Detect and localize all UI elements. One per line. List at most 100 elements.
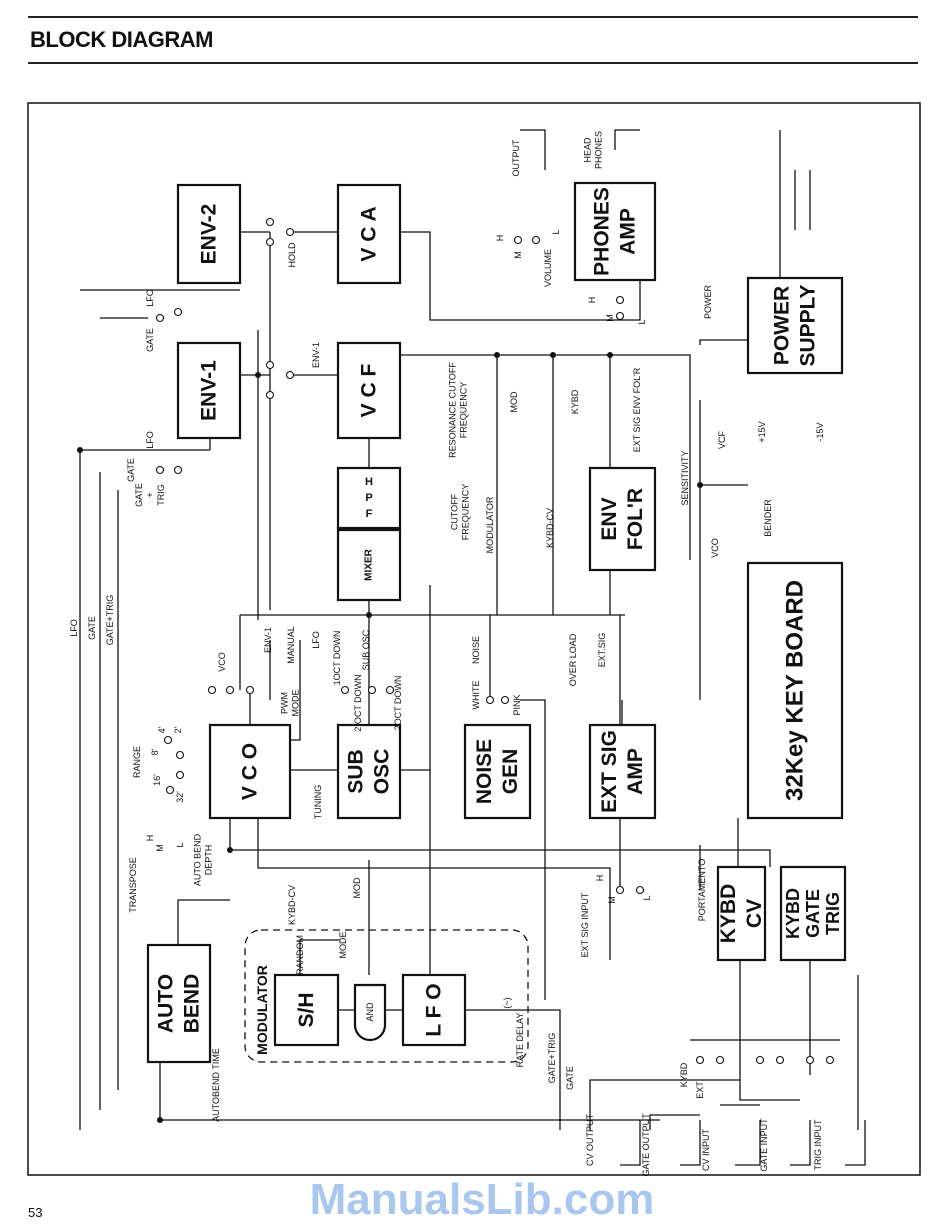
label-oct2a: 2 OCT DOWN xyxy=(353,674,363,731)
label-text: RANDOM xyxy=(295,935,305,975)
label-text: TRANSPOSE xyxy=(128,857,138,913)
vca-block: V C A xyxy=(336,183,402,285)
sh-box xyxy=(273,973,340,1047)
lfo-box xyxy=(401,973,467,1047)
hpf-block: HPF xyxy=(336,466,402,530)
mixer-box xyxy=(336,528,402,602)
vcf-block: V C F xyxy=(336,341,402,440)
label-output: OUTPUT xyxy=(511,139,521,177)
label-text: 2 OCT DOWN xyxy=(353,674,363,731)
label-l2: L xyxy=(637,319,647,324)
block-label: NOISE xyxy=(473,739,496,804)
kybd-gate-trig-box xyxy=(779,865,847,962)
label-mode: MODE xyxy=(338,932,348,959)
label-text: VCO xyxy=(710,538,720,558)
vca-box xyxy=(336,183,402,285)
label-text: KYBD xyxy=(570,389,580,414)
label-kybd-cv: KYBD-CV xyxy=(545,508,555,548)
block-label: BEND xyxy=(181,974,204,1034)
label-m1: M xyxy=(513,251,523,259)
label-text: H xyxy=(145,835,155,842)
label-text: EXT xyxy=(695,1081,705,1099)
label-gate-output: GATE OUTPUT xyxy=(641,1113,651,1177)
label-text: SUB OSC xyxy=(361,629,371,670)
vco-box xyxy=(208,723,292,820)
label-gate-trig-wave: GATE+TRIG xyxy=(105,595,115,646)
label-text: HOLD xyxy=(287,242,297,268)
label-m2: M xyxy=(605,314,615,322)
label-lfo-pwm: LFO xyxy=(311,631,321,649)
label-oct2b: 2OCT DOWN xyxy=(393,676,403,731)
label-text: 8' xyxy=(150,748,160,755)
label-text: GATE xyxy=(126,458,136,482)
block-label: V C F xyxy=(358,363,381,417)
block-label: OSC xyxy=(371,749,394,795)
label-ext-sig-input: EXT SIG INPUT xyxy=(580,892,590,957)
label-text: + xyxy=(145,492,155,497)
label-text: GATE INPUT xyxy=(759,1118,769,1172)
label-text: MODE xyxy=(291,690,301,717)
label-ext-sig-env-folr: EXT SIG ENV FOL'R xyxy=(632,367,642,452)
label-text: CUTOFF xyxy=(450,493,460,530)
label-volume: VOLUME xyxy=(543,249,553,287)
block-label: POWER xyxy=(771,286,794,365)
label-text: GATE+TRIG xyxy=(105,595,115,646)
label-env1-pwm: ENV-1 xyxy=(263,627,273,653)
label-text: L xyxy=(551,229,561,234)
top-rule xyxy=(28,16,918,18)
label-lfo-env1: LFO xyxy=(145,431,155,449)
label-tuning: TUNING xyxy=(313,785,323,820)
block-label: ENV-1 xyxy=(198,360,221,421)
label-text: ENV-1 xyxy=(311,342,321,368)
label-oct1: 1OCT DOWN xyxy=(332,631,342,686)
mixer-block: MIXER xyxy=(336,528,402,602)
label-gate-env1: GATE xyxy=(126,458,136,482)
label-text: 1OCT DOWN xyxy=(332,631,342,686)
label-mod2: MOD xyxy=(352,877,362,898)
label-text: GATE OUTPUT xyxy=(641,1113,651,1177)
label-text: RESONANCE CUTOFF xyxy=(448,362,458,458)
label-eh: H xyxy=(595,875,605,882)
label-r2: 2' xyxy=(173,726,183,733)
phones-amp-box xyxy=(573,181,657,282)
block-label: P xyxy=(365,492,372,504)
label-text: OVER LOAD xyxy=(568,633,578,686)
label-text: PHONES xyxy=(594,131,604,169)
block-label: AMP xyxy=(624,748,647,795)
label-text: TUNING xyxy=(313,785,323,820)
label-text: MOD xyxy=(352,877,362,898)
label-text: M xyxy=(513,251,523,259)
label-tilde: (~) xyxy=(502,997,512,1008)
label-text: EXT SIG INPUT xyxy=(580,892,590,957)
label-text: LFO xyxy=(145,431,155,449)
label-trig-input: TRIG INPUT xyxy=(813,1119,823,1171)
label-plus15: +15V xyxy=(757,421,767,442)
label-text: 32' xyxy=(175,791,185,803)
block-label: H xyxy=(365,476,373,488)
block-label: SUB xyxy=(345,749,368,793)
label-text: AUTO BEND xyxy=(193,833,203,886)
label-text: FREQUENCY xyxy=(459,382,469,439)
label-text: L xyxy=(637,319,647,324)
label-kybd-cv2: KYBD-CV xyxy=(287,885,297,925)
block-label: KYBD xyxy=(717,884,740,944)
label-r32: 32' xyxy=(175,791,185,803)
label-kybd: KYBD xyxy=(570,389,580,414)
label-text: LFO xyxy=(145,289,155,307)
label-noise: NOISE xyxy=(471,636,481,664)
label-manual: MANUAL xyxy=(286,626,296,664)
label-text: LFO xyxy=(311,631,321,649)
label-h2: H xyxy=(587,297,597,304)
label-tl: L xyxy=(175,842,185,847)
label-gate-wave: GATE xyxy=(87,616,97,640)
label-text: 2' xyxy=(173,726,183,733)
block-label: 32Key KEY BOARD xyxy=(782,580,809,801)
